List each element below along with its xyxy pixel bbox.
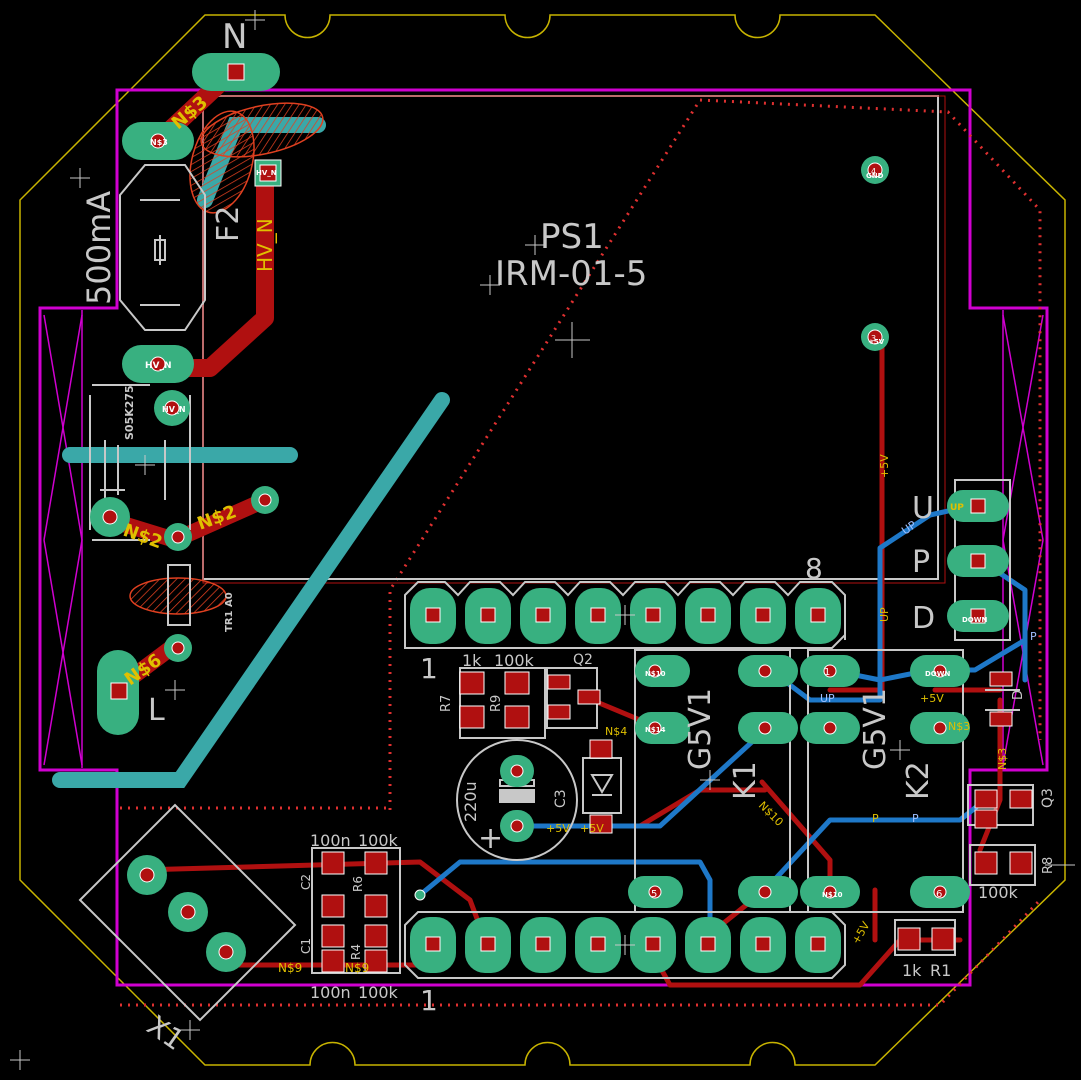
fuse-rating: 500mA (80, 191, 118, 305)
pad-label-down-k2: DOWN (925, 670, 950, 678)
pad-label-gnd: GND (866, 172, 884, 180)
q3-ref: Q3 (1040, 788, 1056, 808)
ps1-ref: PS1 (540, 217, 604, 257)
label-p: P (912, 545, 930, 580)
pad-label-n3-fuse: N$3 (150, 138, 168, 147)
ps1-outline-inner (202, 95, 946, 584)
header-pin1-bottom: 1 (420, 984, 438, 1017)
pad-label-down: DOWN (962, 616, 987, 624)
hatch-ellipse-fuse-2 (189, 110, 255, 214)
d-ref: D (1011, 690, 1026, 700)
pad-label-5v: +5V (868, 338, 885, 346)
r9-value: 100k (494, 651, 535, 670)
r7-value: 1k (462, 651, 482, 670)
drill-holes (102, 63, 986, 960)
restrict-bottom (120, 806, 1042, 1007)
net-label-5v-cap2: +5V (580, 822, 604, 835)
r4-ref: R4 (349, 944, 363, 960)
net-label-p-k2: P (912, 812, 919, 825)
net-label-up-bottom: UP (820, 692, 835, 705)
varistor-label: S05K275 (123, 385, 136, 440)
smd-pads (321, 671, 1033, 973)
bottom-copper (417, 502, 1028, 943)
label-u: U (912, 491, 934, 526)
pad-label-hvn-fuse: HV_N (145, 361, 172, 371)
pad-label-n14: N$14 (645, 726, 666, 734)
pad-label-hvn-top: HV_N (256, 169, 277, 177)
cap-ref: C3 (553, 789, 569, 808)
c2-value: 100n (310, 831, 351, 850)
r6-ref: R6 (351, 876, 365, 892)
pad-label-n10-k2: N$10 (822, 891, 843, 899)
hatch-ellipse-tr (129, 577, 227, 615)
relay1-ref: K1 (728, 761, 763, 800)
r6-value: 100k (358, 831, 399, 850)
net-label-n4: N$4 (605, 725, 627, 738)
ps1-value: IRM-01-5 (495, 254, 647, 294)
relay2-ref: K2 (901, 761, 936, 800)
svg-text:6: 6 (936, 889, 942, 900)
pad-label-n10-k1: N$10 (645, 670, 666, 678)
line-label: L (148, 693, 165, 728)
svg-text:4: 4 (871, 167, 876, 176)
svg-text:5: 5 (651, 889, 657, 900)
net-label-n3-k2: N$3 (948, 720, 970, 733)
net-label-5v-k2: +5V (920, 692, 944, 705)
cap-value: 220u (461, 781, 480, 822)
net-label-5v-ps: +5V (878, 454, 891, 478)
net-label-5v-cap1: +5V (546, 822, 570, 835)
r8-value: 100k (978, 883, 1019, 902)
pad-label-up: UP (950, 503, 964, 513)
net-label-p-right: P (1030, 630, 1037, 643)
net-hv-n-label: HV_N (253, 218, 277, 272)
net-label-p-k2b: P (872, 812, 879, 825)
net-label-up-vertical: UP (878, 607, 891, 622)
board-outline (19, 14, 1066, 1066)
relay1-value: G5V1 (683, 688, 718, 770)
r9-ref: R9 (489, 695, 504, 712)
pin-numbers: 1 5 6 4 3 (651, 167, 942, 900)
keepout-outline (38, 88, 1049, 987)
c1-ref: C1 (299, 938, 313, 954)
header-bottom-outline (404, 911, 846, 979)
tr-label: TR1 A0 (224, 592, 235, 632)
origin-markers (10, 10, 1075, 1070)
header-pin8: 8 (805, 552, 823, 585)
header-pin1-top: 1 (420, 652, 438, 685)
svg-text:1: 1 (824, 667, 830, 678)
restrict-polygon (388, 98, 1042, 810)
neutral-label: N (222, 17, 247, 57)
label-d: D (912, 601, 935, 636)
net-label-n9-right: N$9 (345, 961, 369, 975)
header-top-outline (404, 581, 846, 649)
relay2-value: G5V1 (858, 688, 893, 770)
cap-plus-sign: + (478, 821, 503, 856)
r1-value: 1k (902, 961, 922, 980)
svg-text:3: 3 (871, 334, 876, 343)
r7-ref: R7 (439, 695, 454, 712)
net-label-n9-left: N$9 (278, 961, 302, 975)
c2-ref: C2 (299, 874, 313, 890)
r4-value: 100k (358, 983, 399, 1002)
keepout-cross-left (43, 310, 83, 768)
r1-ref: R1 (930, 961, 951, 980)
pad-label-hvn-var: HV_N (162, 405, 186, 414)
fuse-ref: F2 (211, 206, 246, 242)
c1-value: 100n (310, 983, 351, 1002)
q2-ref: Q2 (573, 652, 593, 668)
net-label-n3-q3: N$3 (996, 748, 1009, 770)
